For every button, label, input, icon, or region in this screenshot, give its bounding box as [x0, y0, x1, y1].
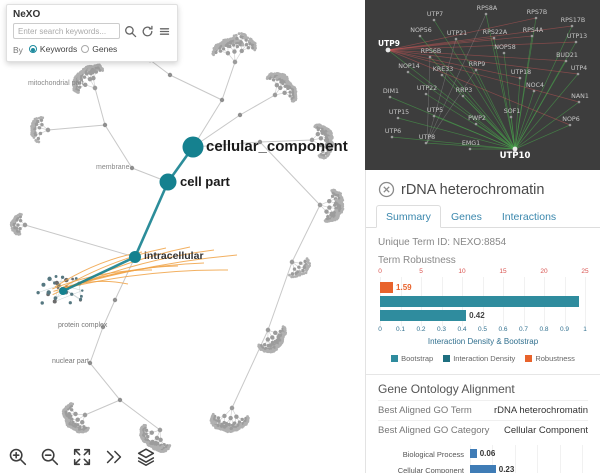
gene-label-utp9[interactable]: UTP9	[378, 39, 400, 48]
gene-label-emg1[interactable]: EMG1	[462, 140, 480, 147]
go-alignment-heading: Gene Ontology Alignment	[378, 382, 515, 396]
gene-label-utp7[interactable]: UTP7	[427, 11, 443, 18]
term-title: rDNA heterochromatin	[401, 181, 545, 198]
tree-label-mitochondrial-part[interactable]: mitochondrial part	[28, 80, 84, 87]
search-mode-radios: Keywords Genes	[28, 44, 121, 55]
gene-label-utp8[interactable]: UTP8	[419, 134, 435, 141]
gene-label-rps17b[interactable]: RPS17B	[561, 17, 586, 24]
gene-label-pwp2[interactable]: PWP2	[468, 115, 486, 122]
gene-label-rps7b[interactable]: RPS7B	[527, 9, 548, 16]
radio-genes[interactable]: Genes	[81, 44, 117, 54]
gene-label-rrp3[interactable]: RRP3	[456, 87, 473, 94]
gene-label-utp22[interactable]: UTP22	[417, 85, 437, 92]
zoom-out-button[interactable]	[38, 445, 62, 469]
gene-label-rps22a[interactable]: RPS22A	[483, 29, 508, 36]
gene-label-dim1[interactable]: DIM1	[383, 88, 399, 95]
gene-label-rps6b[interactable]: RPS6B	[421, 48, 442, 55]
gene-label-nop58[interactable]: NOP58	[494, 44, 515, 51]
network-nodes[interactable]: UTP7 RPS8A RPS7B RPS17B NOP56 UTP21 RPS22A RPS4…	[378, 5, 589, 161]
gene-label-nan1[interactable]: NAN1	[571, 93, 589, 100]
reset-icon[interactable]	[140, 24, 154, 38]
robustness-legend: Bootstrap Interaction Density Robustness	[378, 349, 588, 367]
gene-label-utp15[interactable]: UTP15	[389, 109, 409, 116]
layers-button[interactable]	[134, 445, 158, 469]
tree-label-intracellular[interactable]: intracellular	[144, 250, 204, 262]
bar-biological-process	[470, 449, 477, 458]
gene-label-nop6[interactable]: NOP6	[562, 116, 579, 123]
expand-collapse-button[interactable]	[102, 445, 126, 469]
gene-label-utp10[interactable]: UTP10	[500, 151, 531, 161]
canvas-toolbar	[6, 445, 158, 469]
bar-interaction-density	[380, 310, 467, 321]
gene-label-utp4[interactable]: UTP4	[571, 65, 587, 72]
tab-interactions[interactable]: Interactions	[501, 211, 557, 223]
tab-summary[interactable]: Summary	[376, 205, 441, 228]
tree-label-cell-part[interactable]: cell part	[180, 174, 230, 189]
selected-path[interactable]	[59, 136, 204, 296]
search-panel: NeXO By Keywords Genes	[6, 4, 178, 62]
gene-label-nop56[interactable]: NOP56	[410, 27, 431, 34]
search-icon[interactable]	[123, 24, 137, 38]
legend-interaction-density: Interaction Density	[443, 354, 515, 363]
ontology-tree-svg[interactable]	[0, 0, 365, 473]
gene-label-utp6[interactable]: UTP6	[385, 128, 401, 135]
bar-cellular-component	[470, 465, 496, 473]
search-input[interactable]	[13, 23, 120, 39]
gene-label-rps4a[interactable]: RPS4A	[523, 27, 544, 34]
legend-robustness: Robustness	[525, 354, 575, 363]
close-icon[interactable]	[378, 181, 395, 198]
menu-icon[interactable]	[157, 24, 171, 38]
tree-nodes[interactable]	[9, 32, 345, 453]
bar-robustness	[380, 282, 394, 293]
tree-label-membrane[interactable]: membrane	[96, 164, 130, 171]
gene-label-utp18[interactable]: UTP18	[511, 69, 531, 76]
gene-label-rrp9[interactable]: RRP9	[469, 61, 486, 68]
legend-bootstrap: Bootstrap	[391, 354, 433, 363]
gene-label-kre33[interactable]: KRE33	[433, 66, 454, 73]
divider	[366, 374, 600, 375]
tab-genes[interactable]: Genes	[450, 211, 482, 223]
ontology-canvas[interactable]: NeXO By Keywords Genes	[0, 0, 365, 473]
gene-label-noc4[interactable]: NOC4	[526, 82, 544, 89]
tree-label-cellular-component[interactable]: cellular_component	[206, 138, 348, 155]
by-label: By	[13, 44, 23, 55]
tree-label-protein-complex[interactable]: protein complex	[58, 322, 108, 329]
tree-label-nuclear-part[interactable]: nuclear part	[52, 358, 89, 365]
gene-label-nop14[interactable]: NOP14	[398, 63, 419, 70]
radio-keywords[interactable]: Keywords	[28, 44, 77, 54]
detail-tabs: Summary Genes Interactions	[366, 204, 600, 228]
fit-to-screen-button[interactable]	[70, 445, 94, 469]
subnetwork-svg[interactable]: UTP7 RPS8A RPS7B RPS17B NOP56 UTP21 RPS22A RPS4…	[365, 0, 600, 170]
robustness-heading: Term Robustness	[378, 255, 456, 266]
gene-label-rps8a[interactable]: RPS8A	[477, 5, 498, 12]
gene-label-utp21[interactable]: UTP21	[447, 30, 467, 37]
subnetwork-panel[interactable]: UTP7 RPS8A RPS7B RPS17B NOP56 UTP21 RPS22A RPS4…	[365, 0, 600, 170]
bar-bootstrap	[380, 296, 579, 307]
robustness-xlabel: Interaction Density & Bootstrap	[427, 337, 539, 346]
gene-label-bud21[interactable]: BUD21	[556, 52, 578, 59]
gene-label-utp5[interactable]: UTP5	[427, 107, 443, 114]
zoom-in-button[interactable]	[6, 445, 30, 469]
app-title: NeXO	[13, 9, 41, 20]
gene-label-utp13[interactable]: UTP13	[567, 33, 587, 40]
gene-label-sof1[interactable]: SOF1	[504, 108, 521, 115]
unique-term-id: Unique Term ID: NEXO:8854	[378, 237, 507, 248]
